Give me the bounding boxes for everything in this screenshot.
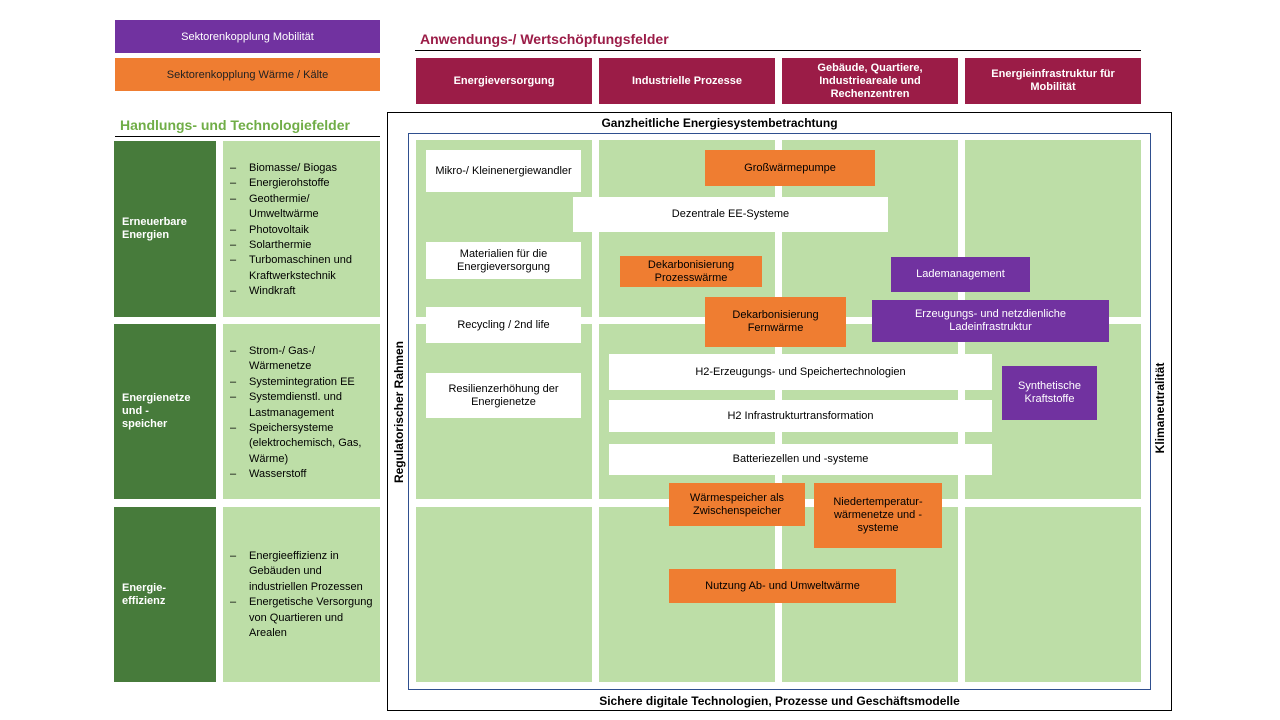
column-gebaeude-quartiere: Gebäude, Quartiere, Industrieareale und … (782, 58, 958, 104)
field-energieeffizienz-list: Energieeffizienz in Gebäuden und industr… (223, 507, 380, 682)
box-synthetische-kraftstoffe: Synthetische Kraftstoffe (1002, 366, 1097, 420)
list-item: Biomasse/ Biogas (223, 161, 380, 177)
grid-cell (416, 507, 592, 682)
list-item: Energierohstoffe (223, 176, 380, 192)
fields-underline (115, 136, 380, 137)
field-energienetze-speicher-list: Strom-/ Gas-/ Wärmenetze Systemintegrati… (223, 324, 380, 499)
field-energienetze-speicher-label: Energienetze und -speicher (122, 392, 191, 430)
list-item: Systemintegration EE (223, 375, 380, 391)
field-erneuerbare-energien-label: Erneuerbare Energien (122, 216, 187, 241)
list-item: Solarthermie (223, 238, 380, 254)
application-title: Anwendungs-/ Wertschöpfungsfelder (420, 31, 669, 47)
grid-cell (965, 507, 1141, 682)
box-dekarbonisierung-fernwaerme: Dekarbonisierung Fernwärme (705, 297, 846, 347)
legend-heat-label: Sektorenkopplung Wärme / Kälte (166, 68, 329, 81)
box-h2-infrastruktur: H2 Infrastrukturtransformation (609, 400, 992, 432)
fields-title: Handlungs- und Technologiefelder (120, 117, 350, 133)
box-resilienzerhoehung: Resilienzerhöhung der Energienetze (426, 373, 581, 418)
list-item: Photovoltaik (223, 223, 380, 239)
field-energieeffizienz-label: Energie-effizienz (122, 581, 167, 607)
box-nutzung-abwaerme: Nutzung Ab- und Umweltwärme (669, 569, 896, 603)
box-batteriezellen: Batteriezellen und -systeme (609, 444, 992, 475)
column-energieinfrastruktur-mobilitaet: Energieinfrastruktur für Mobilität (965, 58, 1141, 104)
legend-mobility-label: Sektorenkopplung Mobilität (181, 30, 314, 43)
box-h2-erzeugung-speicher: H2-Erzeugungs- und Speichertechnologien (609, 354, 992, 390)
box-materialien-energieversorgung: Materialien für die Energieversorgung (426, 242, 581, 279)
list-item: Energieeffizienz in Gebäuden und industr… (223, 549, 380, 595)
frame-right-label: Klimaneutralität (1153, 362, 1167, 454)
legend-mobility: Sektorenkopplung Mobilität (115, 20, 380, 53)
box-ladeinfrastruktur: Erzeugungs- und netzdienliche Ladeinfras… (872, 300, 1109, 342)
box-waermespeicher: Wärmespeicher als Zwischenspeicher (669, 483, 805, 526)
list-item: Systemdienstl. und Lastmanagement (223, 390, 374, 421)
field-erneuerbare-energien-list: Biomasse/ Biogas Energierohstoffe Geothe… (223, 141, 380, 317)
box-dekarbonisierung-prozesswaerme: Dekarbonisierung Prozesswärme (620, 256, 762, 287)
outer-frame (387, 112, 1172, 711)
list-item: Windkraft (223, 284, 380, 300)
box-lademanagement: Lademanagement (891, 257, 1030, 292)
box-mikro-kleinenergiewandler: Mikro-/ Kleinenergiewandler (426, 150, 581, 192)
frame-left-label: Regulatorischer Rahmen (392, 340, 406, 484)
box-grosswaermepumpe: Großwärmepumpe (705, 150, 875, 186)
list-item: Strom-/ Gas-/ Wärmenetze (223, 344, 329, 375)
field-energienetze-speicher: Energienetze und -speicher (114, 324, 216, 499)
frame-bottom-label: Sichere digitale Technologien, Prozesse … (599, 694, 960, 708)
list-item: Geothermie/ Umweltwärme (223, 192, 339, 223)
frame-top-label: Ganzheitliche Energiesystembetrachtung (601, 116, 838, 130)
list-item: Turbomaschinen und Kraftwerkstechnik (223, 253, 380, 284)
box-recycling: Recycling / 2nd life (426, 307, 581, 343)
list-item: Energetische Versorgung von Quartieren u… (223, 595, 374, 641)
column-industrielle-prozesse: Industrielle Prozesse (599, 58, 775, 104)
box-dezentrale-ee-systeme: Dezentrale EE-Systeme (573, 197, 888, 232)
field-erneuerbare-energien: Erneuerbare Energien (114, 141, 216, 317)
inner-frame (408, 133, 1151, 690)
list-item: Speichersysteme (elektrochemisch, Gas, W… (223, 421, 380, 467)
field-energieeffizienz: Energie-effizienz (114, 507, 216, 682)
application-underline (415, 50, 1141, 51)
box-niedertemperaturwaermenetze: Niedertemperatur-wärmenetze und -systeme (814, 483, 942, 548)
list-item: Wasserstoff (223, 467, 380, 483)
legend-heat: Sektorenkopplung Wärme / Kälte (115, 58, 380, 91)
column-energieversorgung: Energieversorgung (416, 58, 592, 104)
